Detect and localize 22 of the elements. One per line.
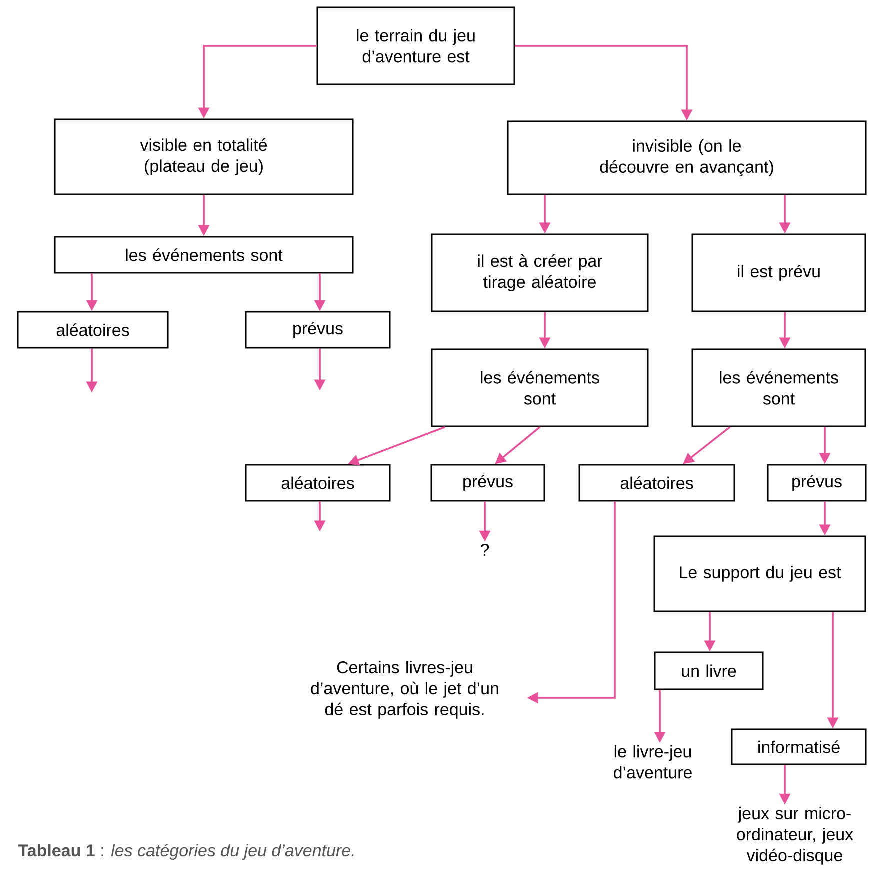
category-box: invisible (on le découvre en avançant) <box>507 120 867 196</box>
category-box: le terrain du jeu d’aventure est <box>316 6 516 86</box>
category-box: aléatoires <box>578 464 736 502</box>
category-box: informatisé <box>731 728 867 766</box>
category-box: prévus <box>767 464 867 502</box>
category-text: jeux sur micro-ordinateur, jeux vidéo-disque <box>737 807 854 865</box>
category-box: il est prévu <box>692 234 866 312</box>
category-box: les événements sont <box>692 348 866 428</box>
category-box: prévus <box>430 464 546 502</box>
category-box: prévus <box>245 311 391 349</box>
category-text: ? <box>480 544 490 556</box>
category-box: il est à créer par tirage aléatoire <box>431 234 649 312</box>
category-box: les événements sont <box>431 348 649 428</box>
category-box: un livre <box>654 652 764 690</box>
category-box: aléatoires <box>245 464 391 502</box>
category-box: Le support du jeu est <box>654 536 866 612</box>
category-box: aléatoires <box>17 311 169 349</box>
category-text: le livre-jeu d’aventure <box>614 745 692 779</box>
caption: Tableau 1 : les catégories du jeu d’aventure. <box>18 844 354 860</box>
category-box: les événements sont <box>54 236 354 274</box>
category-text: Certains livres-jeu d’aventure, où le jet d’un dé est parfois requis. <box>311 661 498 719</box>
category-box: visible en totalité (plateau de jeu) <box>54 118 354 196</box>
